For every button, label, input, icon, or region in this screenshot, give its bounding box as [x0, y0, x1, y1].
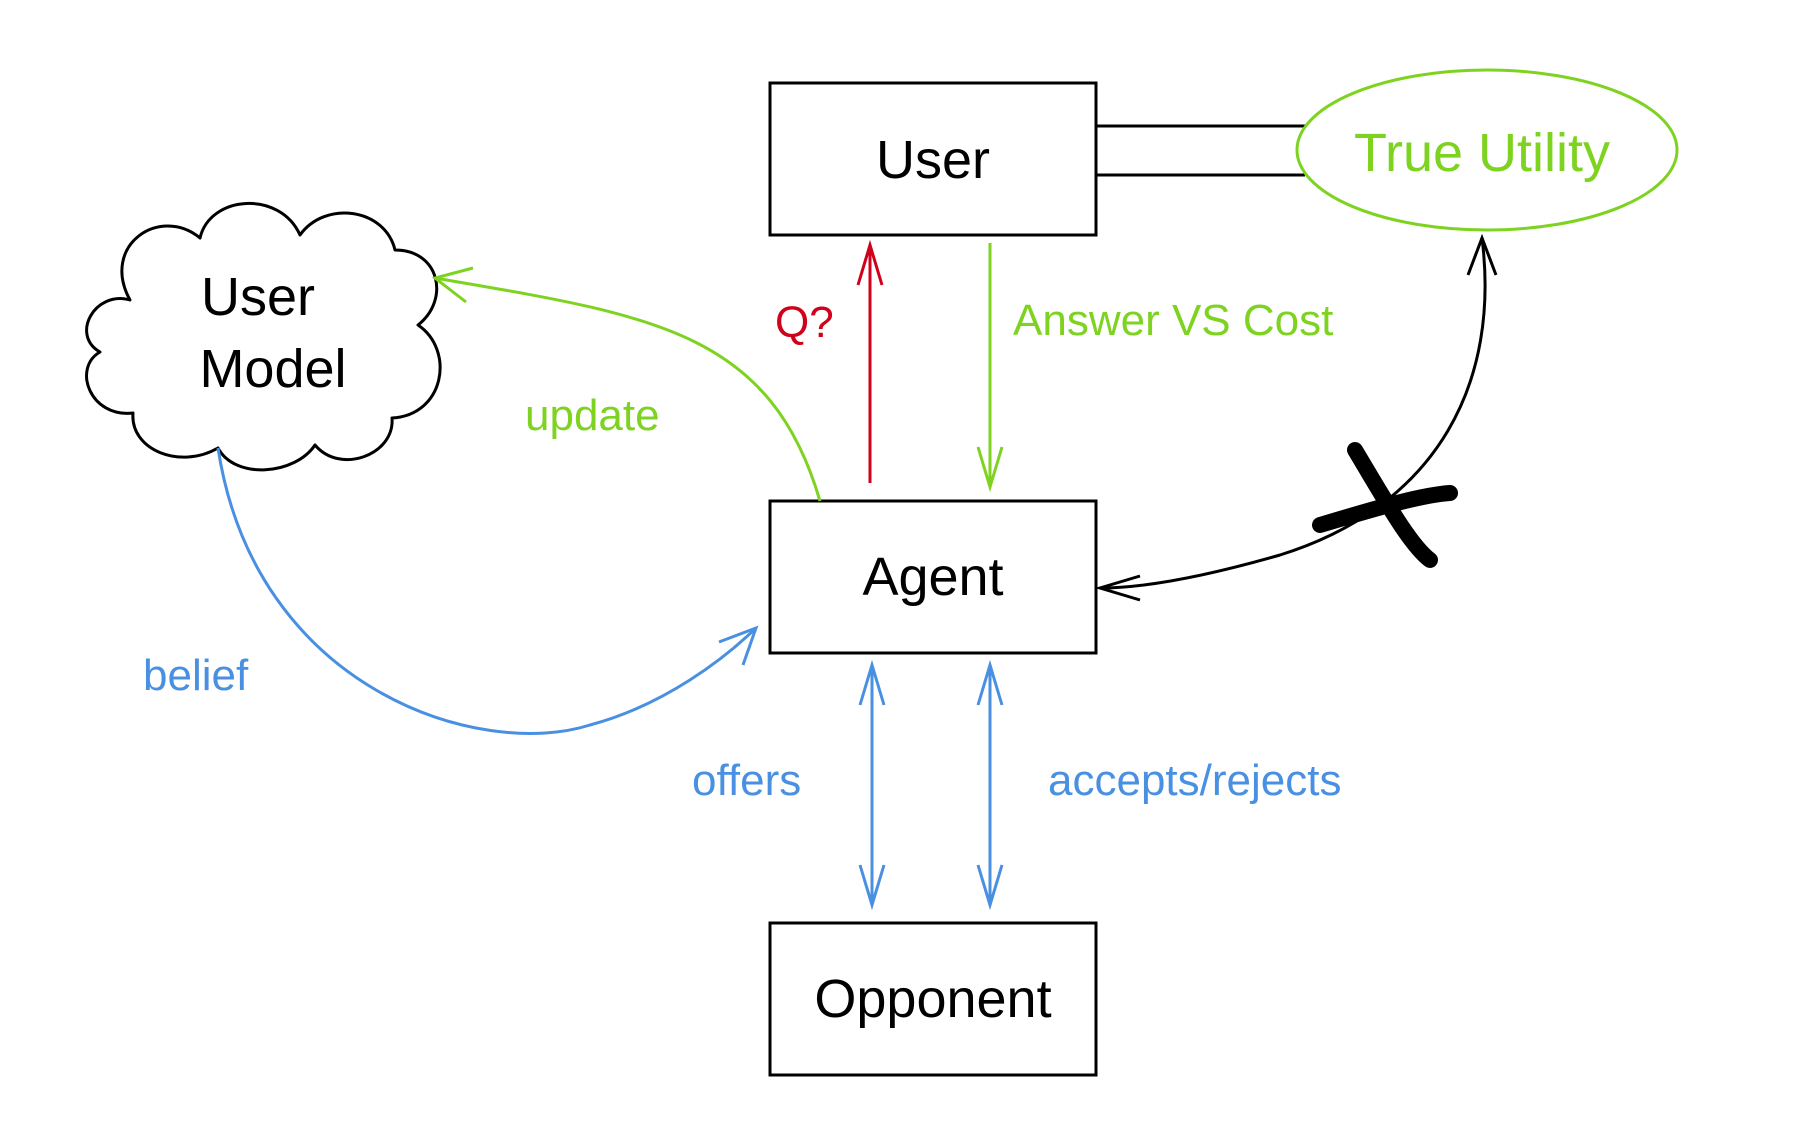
true-utility-ellipse: [1295, 68, 1679, 232]
cross-stroke-1: [1347, 442, 1438, 568]
offers-edge: [858, 659, 886, 911]
belief-arrowhead-icon: [718, 625, 759, 666]
accepts-rejects-arrowhead-up-icon: [976, 659, 1004, 706]
user-node: User: [768, 81, 1098, 237]
belief-label: belief: [143, 651, 249, 700]
user-model-label-line2: Model: [199, 339, 346, 399]
user-utility-connector: [1096, 124, 1305, 177]
agent-node: Agent: [768, 499, 1098, 655]
offers-arrowhead-down-icon: [858, 864, 886, 911]
update-arrow-curve: [434, 276, 822, 502]
true-utility-label: True Utility: [1354, 123, 1610, 183]
opponent-box: [768, 921, 1098, 1077]
accepts-rejects-arrowhead-down-icon: [976, 864, 1004, 911]
offers-arrowhead-up-icon: [858, 659, 886, 706]
answer-edge: [976, 243, 1004, 493]
opponent-node: Opponent: [768, 921, 1098, 1077]
utility-agent-edge: [1094, 233, 1498, 602]
utility-agent-curve: [1099, 237, 1487, 590]
accepts-rejects-label: accepts/rejects: [1048, 756, 1341, 805]
cross-out-icon: [1312, 442, 1458, 568]
answer-arrowhead-icon: [976, 446, 1004, 493]
true-utility-node: True Utility: [1295, 68, 1679, 232]
query-label: Q?: [775, 298, 834, 347]
accepts-rejects-edge: [976, 659, 1004, 911]
user-label: User: [876, 130, 990, 190]
utility-arrowhead-icon: [1466, 233, 1498, 276]
user-model-cloud: [85, 201, 442, 472]
user-box: [768, 81, 1098, 237]
opponent-label: Opponent: [814, 969, 1051, 1029]
agent-arrowhead-icon: [1094, 574, 1141, 602]
cross-stroke-2: [1312, 485, 1458, 533]
query-edge: [856, 239, 884, 483]
answer-vs-cost-label: Answer VS Cost: [1013, 296, 1333, 345]
offers-label: offers: [692, 756, 801, 805]
belief-edge: [216, 447, 759, 735]
agent-label: Agent: [862, 547, 1003, 607]
user-model-label-line1: User: [201, 267, 315, 327]
update-arrowhead-icon: [431, 266, 474, 304]
belief-arrow-curve: [216, 447, 758, 735]
agent-box: [768, 499, 1098, 655]
update-label: update: [525, 391, 660, 440]
update-edge: [431, 266, 822, 502]
user-model-node: User Model: [85, 201, 442, 472]
query-arrowhead-icon: [856, 239, 884, 286]
